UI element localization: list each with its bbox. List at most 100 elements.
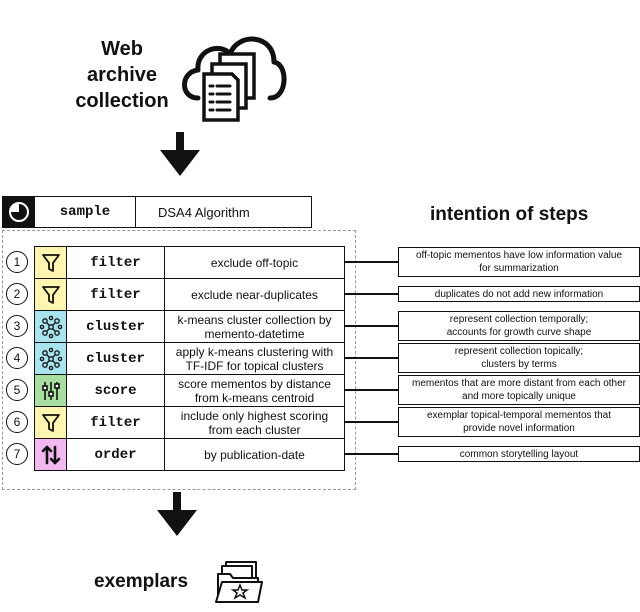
step-icon-cell [34,246,67,279]
steps-table: filter exclude off-topic filter exclude nea… [34,246,345,471]
step-operation: cluster [66,342,165,375]
step-operation: filter [66,246,165,279]
intention-line: exemplar topical-temporal mementos that [427,410,611,421]
step-number: 1 [6,251,28,273]
connector-line [345,325,400,327]
intention-text: represent collection topically; clusters … [455,345,583,371]
down-arrow-icon [160,132,200,176]
filter-icon [35,408,66,438]
step-icon-cell [34,374,67,407]
step-description: exclude near-duplicates [164,278,345,311]
intention-box: off-topic mementos have low information … [398,247,640,277]
collection-title: Web archive collection [62,36,182,114]
step-icon-cell [34,438,67,471]
cloud-documents-icon [182,36,287,122]
intention-line: duplicates do not add new information [434,288,604,300]
step-description-line: memento-datetime [204,326,305,341]
step-row: filter exclude near-duplicates [34,278,345,311]
intention-line: mementos that are more distant from each… [412,378,626,389]
step-description-line: apply k-means clustering with [175,344,334,359]
intention-title: intention of steps [430,204,589,225]
connector-line [345,293,400,295]
intention-line: for summarization [479,263,559,274]
step-number: 7 [6,443,28,465]
intention-line: off-topic mementos have low information … [415,250,623,261]
folder-icon [215,561,263,603]
connector-line [345,453,400,455]
intention-box: represent collection temporally; accounts… [398,311,640,341]
step-description-line: from each cluster [208,422,301,437]
collection-title-line: archive [86,64,158,86]
intention-line: clusters by terms [481,359,557,370]
step-icon-cell [34,310,67,343]
intention-line: common storytelling layout [459,448,579,460]
step-description: exclude off-topic [164,246,345,279]
sample-label: sample [35,197,136,227]
step-icon-cell [34,342,67,375]
intention-line: and more topically unique [462,391,576,402]
intention-text: common storytelling layout [460,448,578,461]
step-icon-cell [34,278,67,311]
step-description-line: by publication-date [204,447,305,462]
step-description-line: from k-means centroid [194,390,315,405]
step-description-line: exclude off-topic [210,255,299,270]
step-description-line: include only highest scoring [180,408,329,423]
sliders-icon [35,376,66,406]
intention-box: represent collection topically; clusters … [398,343,640,373]
step-operation: order [66,438,165,471]
connector-line [345,261,400,263]
intention-text: mementos that are more distant from each… [412,377,626,403]
connector-line [345,357,400,359]
intention-line: provide novel information [463,423,575,434]
step-description: by publication-date [164,438,345,471]
intention-line: represent collection temporally; [449,314,589,325]
down-arrow-icon [157,492,197,536]
algorithm-header: sample DSA4 Algorithm [2,196,312,228]
algorithm-name: DSA4 Algorithm [158,204,250,220]
intention-text: off-topic mementos have low information … [416,249,622,275]
step-icon-cell [34,406,67,439]
steps-container [2,230,356,490]
step-number: 5 [6,379,28,401]
step-description-line: TF-IDF for topical clusters [185,358,324,373]
intention-text: represent collection temporally; accounts… [447,313,592,339]
pie-chart-icon [3,197,35,227]
step-number: 4 [6,347,28,369]
intention-box: duplicates do not add new information [398,286,640,302]
step-operation: filter [66,406,165,439]
intention-text: exemplar topical-temporal mementos that p… [427,409,611,435]
sort-arrows-icon [35,440,66,470]
collection-title-line: Web [101,38,143,60]
step-operation: cluster [66,310,165,343]
connector-line [345,389,400,391]
step-row: order by publication-date [34,438,345,471]
step-row: filter exclude off-topic [34,246,345,279]
intention-line: represent collection topically; [454,346,584,357]
step-operation: filter [66,278,165,311]
step-description-line: score mementos by distance [178,376,331,391]
collection-title-line: collection [75,90,169,112]
step-number: 3 [6,315,28,337]
step-operation: score [66,374,165,407]
filter-icon [35,280,66,310]
intention-box: exemplar topical-temporal mementos that p… [398,407,640,437]
step-number: 6 [6,411,28,433]
intention-box: common storytelling layout [398,446,640,462]
cluster-icon [35,344,66,374]
connector-line [345,421,400,423]
intention-line: accounts for growth curve shape [446,327,592,338]
step-description-line: exclude near-duplicates [191,287,318,302]
step-number: 2 [6,283,28,305]
intention-box: mementos that are more distant from each… [398,375,640,405]
cluster-icon [35,312,66,342]
step-description-line: k-means cluster collection by [177,312,332,327]
intention-text: duplicates do not add new information [435,288,603,301]
exemplars-label: exemplars [94,571,189,592]
